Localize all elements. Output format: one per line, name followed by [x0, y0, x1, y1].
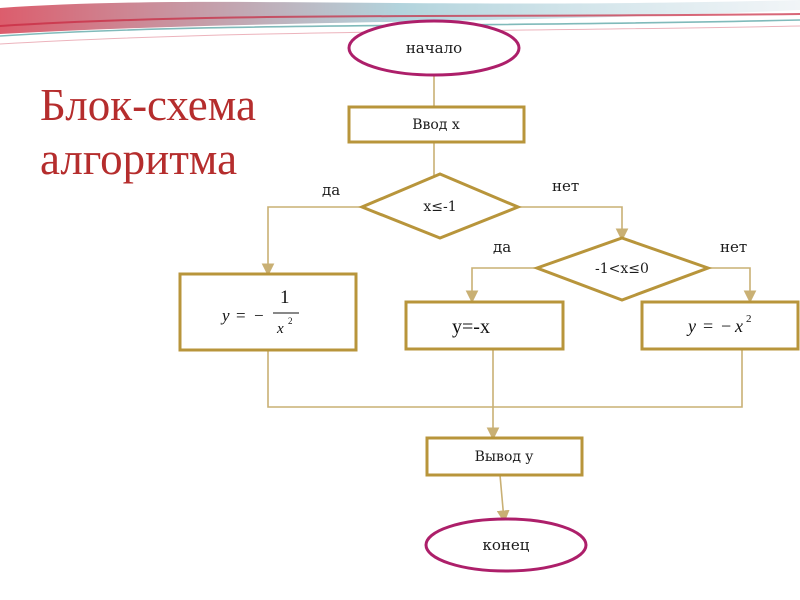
- decision-1: x≤-1: [358, 172, 522, 240]
- cond2-no-label: нет: [720, 238, 747, 256]
- decision-2: -1<x≤0: [532, 236, 713, 302]
- formula-left-lhs: y: [220, 306, 230, 325]
- formula-right-lhs: y: [686, 316, 696, 336]
- decision-2-label: -1<x≤0: [595, 261, 649, 277]
- decorative-header-swoosh: [0, 0, 800, 45]
- formula-right-eq: =: [703, 316, 713, 336]
- end-label: конец: [483, 536, 530, 554]
- output-block: Вывод y: [425, 436, 584, 477]
- decision-1-label: x≤-1: [423, 199, 456, 215]
- cond2-yes-label: да: [493, 238, 511, 256]
- input-block: Ввод x: [347, 105, 526, 144]
- formula-left-numerator: 1: [280, 287, 290, 308]
- formula-right-minus: −: [721, 316, 731, 336]
- formula-left-exponent: 2: [288, 316, 293, 326]
- start-label: начало: [406, 39, 462, 57]
- connectors: [261, 74, 757, 524]
- formula-left-denominator: x: [276, 321, 284, 337]
- end-terminal: конец: [424, 517, 588, 573]
- branch-mid-block: y=-x: [404, 300, 565, 351]
- page-title-line1: Блок-схема: [40, 80, 256, 130]
- branch-mid-label: y=-x: [452, 316, 490, 338]
- formula-right-exponent: 2: [746, 313, 752, 325]
- start-terminal: начало: [347, 19, 521, 77]
- branch-right-block: y = − x 2: [640, 300, 800, 351]
- formula-left-minus: −: [254, 306, 264, 325]
- page-title: Блок-схема алгоритма: [40, 78, 256, 186]
- input-label: Ввод x: [412, 117, 460, 133]
- cond1-yes-label: да: [322, 181, 340, 199]
- cond1-no-label: нет: [552, 177, 579, 195]
- formula-right-base: x: [734, 316, 743, 336]
- page-title-line2: алгоритма: [40, 134, 238, 184]
- formula-left-eq: =: [236, 306, 246, 325]
- branch-left-block: y = − 1 x 2: [178, 272, 358, 352]
- output-label: Вывод y: [475, 449, 534, 465]
